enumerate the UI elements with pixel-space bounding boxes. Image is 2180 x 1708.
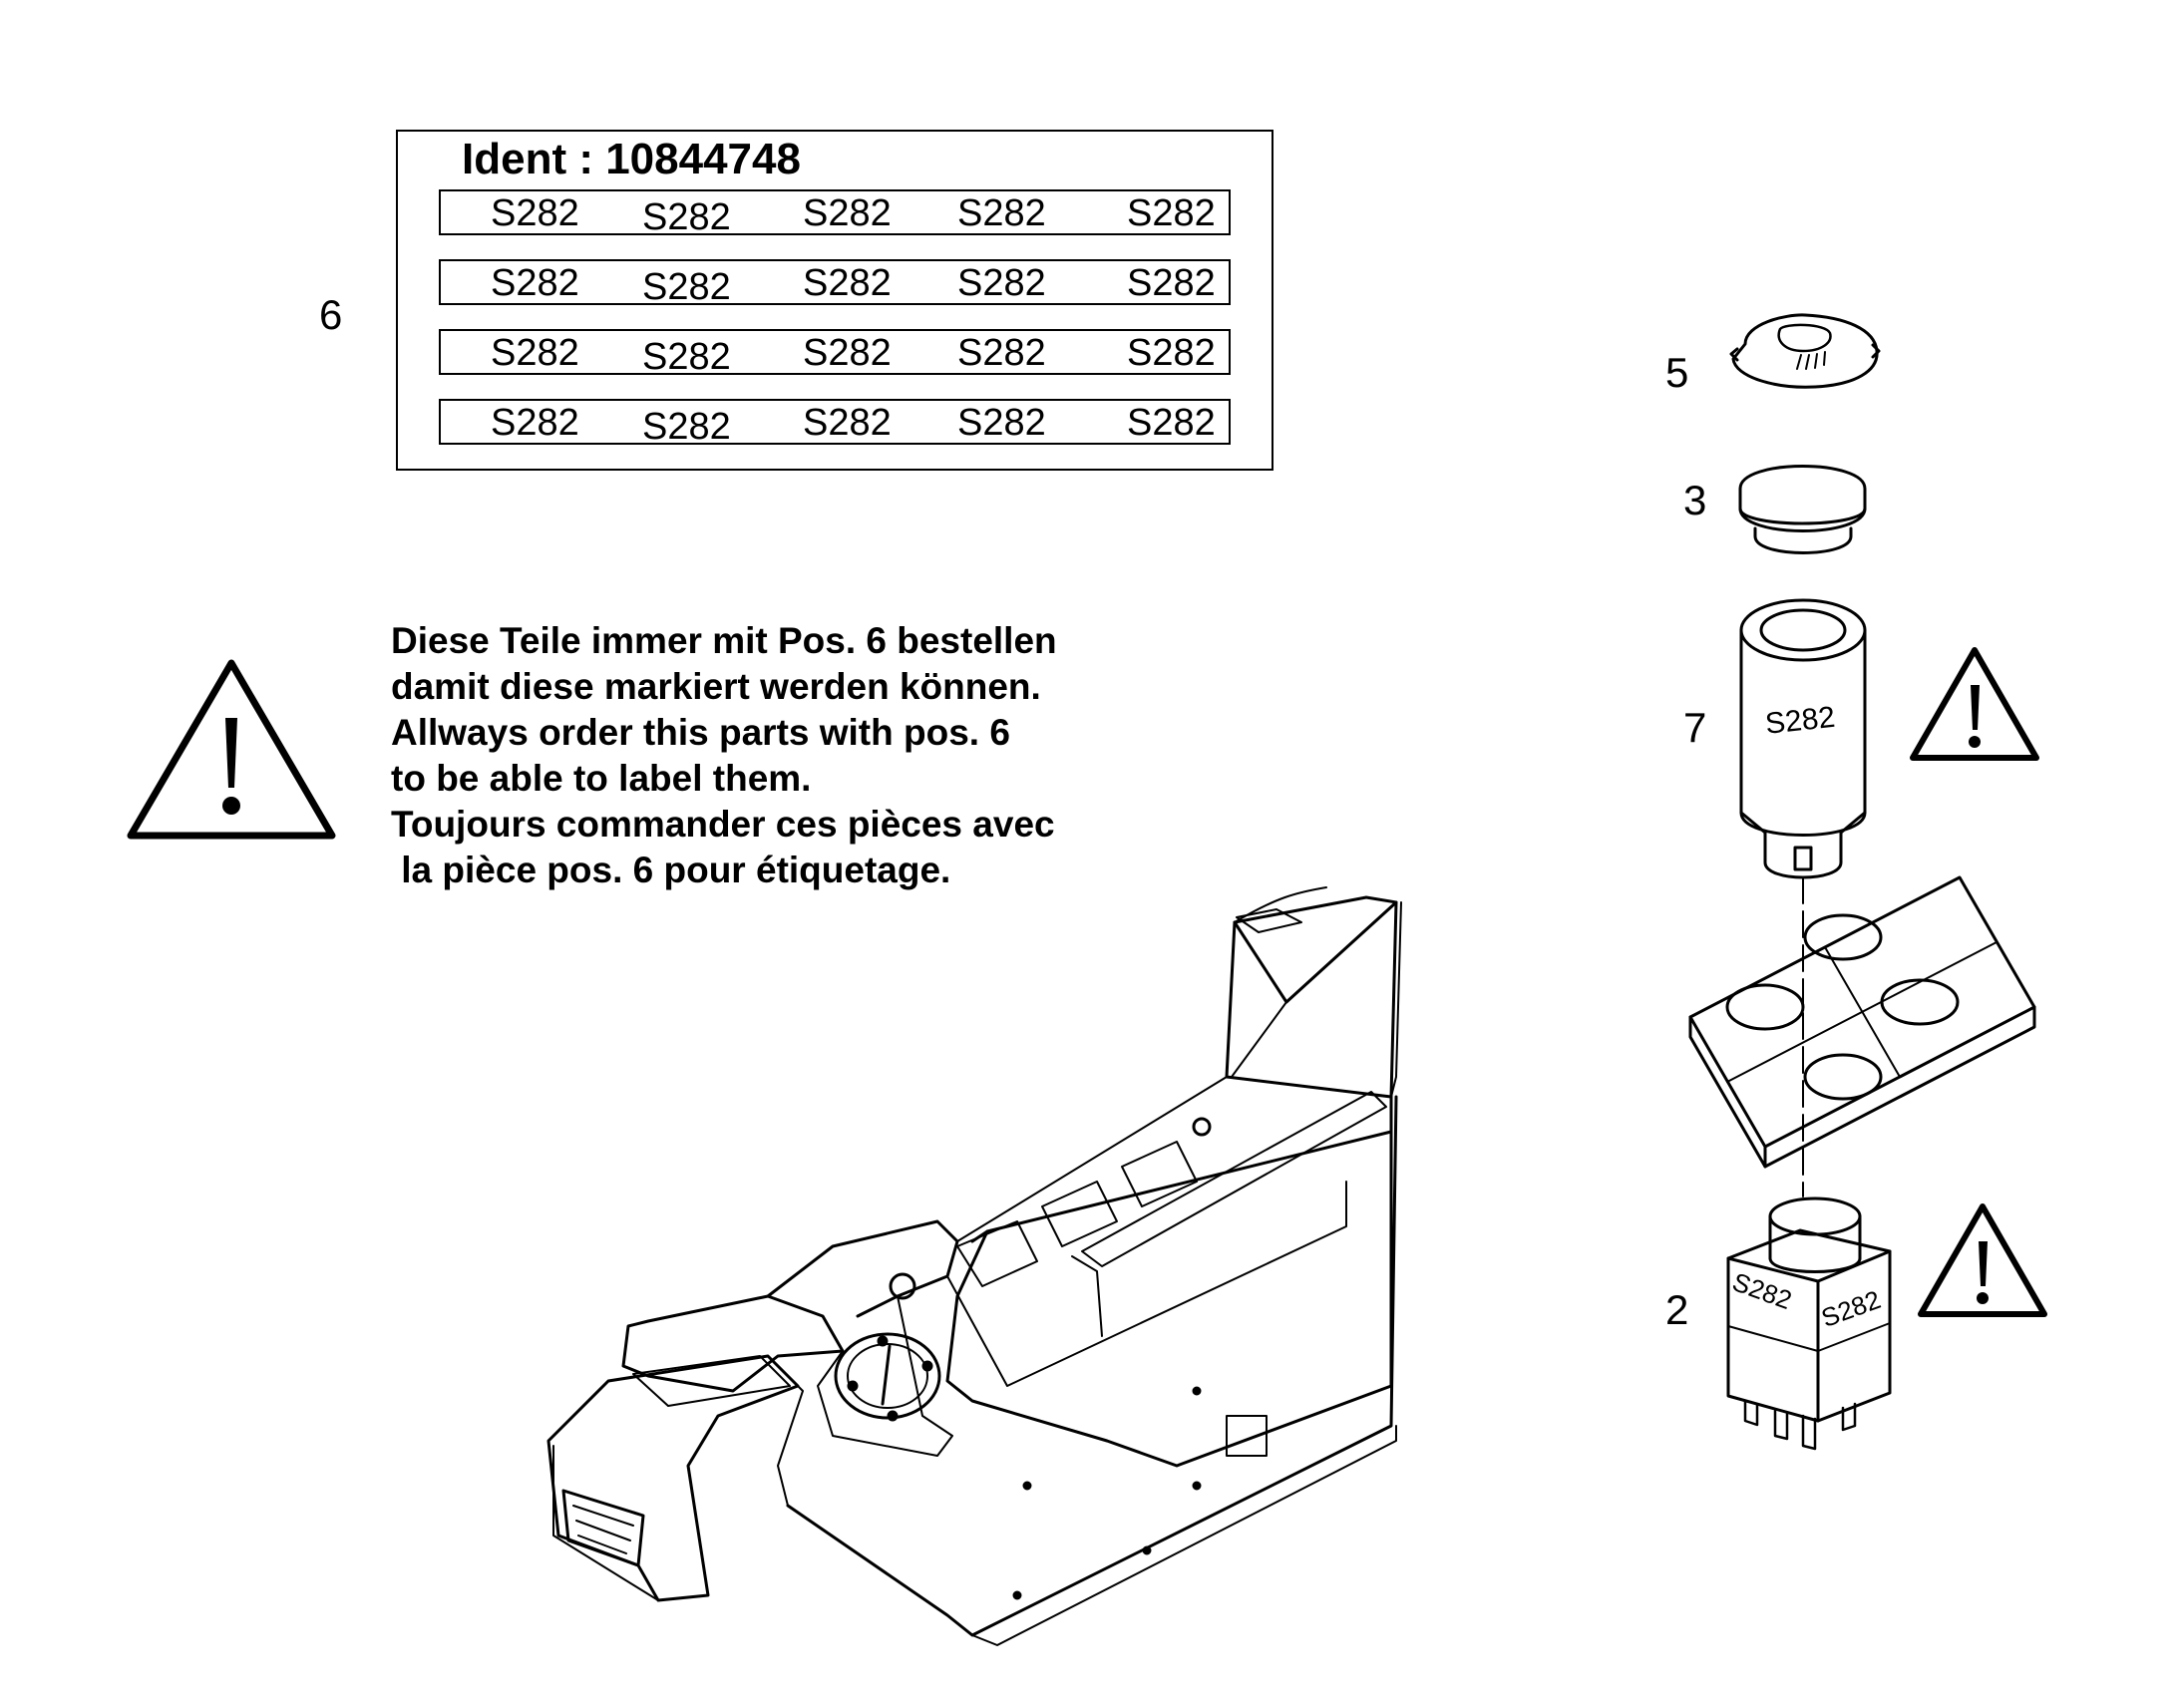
console-housing <box>546 886 1402 1646</box>
note-line: la pièce pos. 6 pour étiquetage. <box>391 850 951 890</box>
label-text: S282 <box>957 402 1046 444</box>
label-strip: S282 S282 S282 S282 S282 <box>439 189 1231 238</box>
label-text: S282 <box>1127 402 1216 444</box>
label-sheet <box>396 130 1273 471</box>
sleeve-label: S282 <box>1764 701 1837 741</box>
note-line: Toujours commander ces pièces avec <box>391 804 1055 845</box>
position-number-6: 6 <box>319 291 343 338</box>
switch-label-right: S282 <box>1817 1284 1884 1333</box>
warning-triangle-icon <box>1918 1203 2047 1317</box>
label-text: S282 <box>642 266 731 308</box>
label-strip: S282 S282 S282 S282 S282 <box>439 399 1231 448</box>
switch-sleeve-part <box>1739 598 1867 879</box>
switch-body-part <box>1726 1196 1892 1451</box>
ident-number: Ident : 10844748 <box>462 135 801 183</box>
label-text: S282 <box>1127 262 1216 304</box>
warning-triangle-icon <box>127 659 336 840</box>
button-cap-part <box>1738 465 1867 554</box>
warning-triangle-icon <box>1910 647 2039 761</box>
label-text: S282 <box>642 196 731 238</box>
label-text: S282 <box>491 262 579 304</box>
label-text: S282 <box>957 192 1046 234</box>
label-strip: S282 S282 S282 S282 S282 <box>439 329 1231 378</box>
label-text: S282 <box>803 332 892 374</box>
note-line: Allways order this parts with pos. 6 <box>391 712 1010 753</box>
label-text: S282 <box>803 402 892 444</box>
position-number-3: 3 <box>1683 477 1707 523</box>
label-text: S282 <box>491 402 579 444</box>
note-line: Diese Teile immer mit Pos. 6 bestellen <box>391 620 1057 661</box>
label-text: S282 <box>803 192 892 234</box>
note-line: damit diese markiert werden können. <box>391 666 1041 707</box>
label-text: S282 <box>957 332 1046 374</box>
headlight-icon <box>1777 323 1832 353</box>
label-strip: S282 S282 S282 S282 S282 <box>439 259 1231 308</box>
order-note: Diese Teile immer mit Pos. 6 bestellen da… <box>391 618 1057 893</box>
position-number-5: 5 <box>1665 349 1689 396</box>
note-line: to be able to label them. <box>391 758 812 799</box>
switch-frame-part <box>1688 875 2036 1169</box>
label-text: S282 <box>1127 332 1216 374</box>
label-text: S282 <box>642 336 731 378</box>
position-number-7: 7 <box>1683 704 1707 751</box>
label-text: S282 <box>491 332 579 374</box>
label-text: S282 <box>491 192 579 234</box>
label-text: S282 <box>957 262 1046 304</box>
label-text: S282 <box>642 406 731 448</box>
position-number-2: 2 <box>1665 1286 1689 1333</box>
label-text: S282 <box>803 262 892 304</box>
label-text: S282 <box>1127 192 1216 234</box>
lens-cap-part <box>1729 313 1881 389</box>
